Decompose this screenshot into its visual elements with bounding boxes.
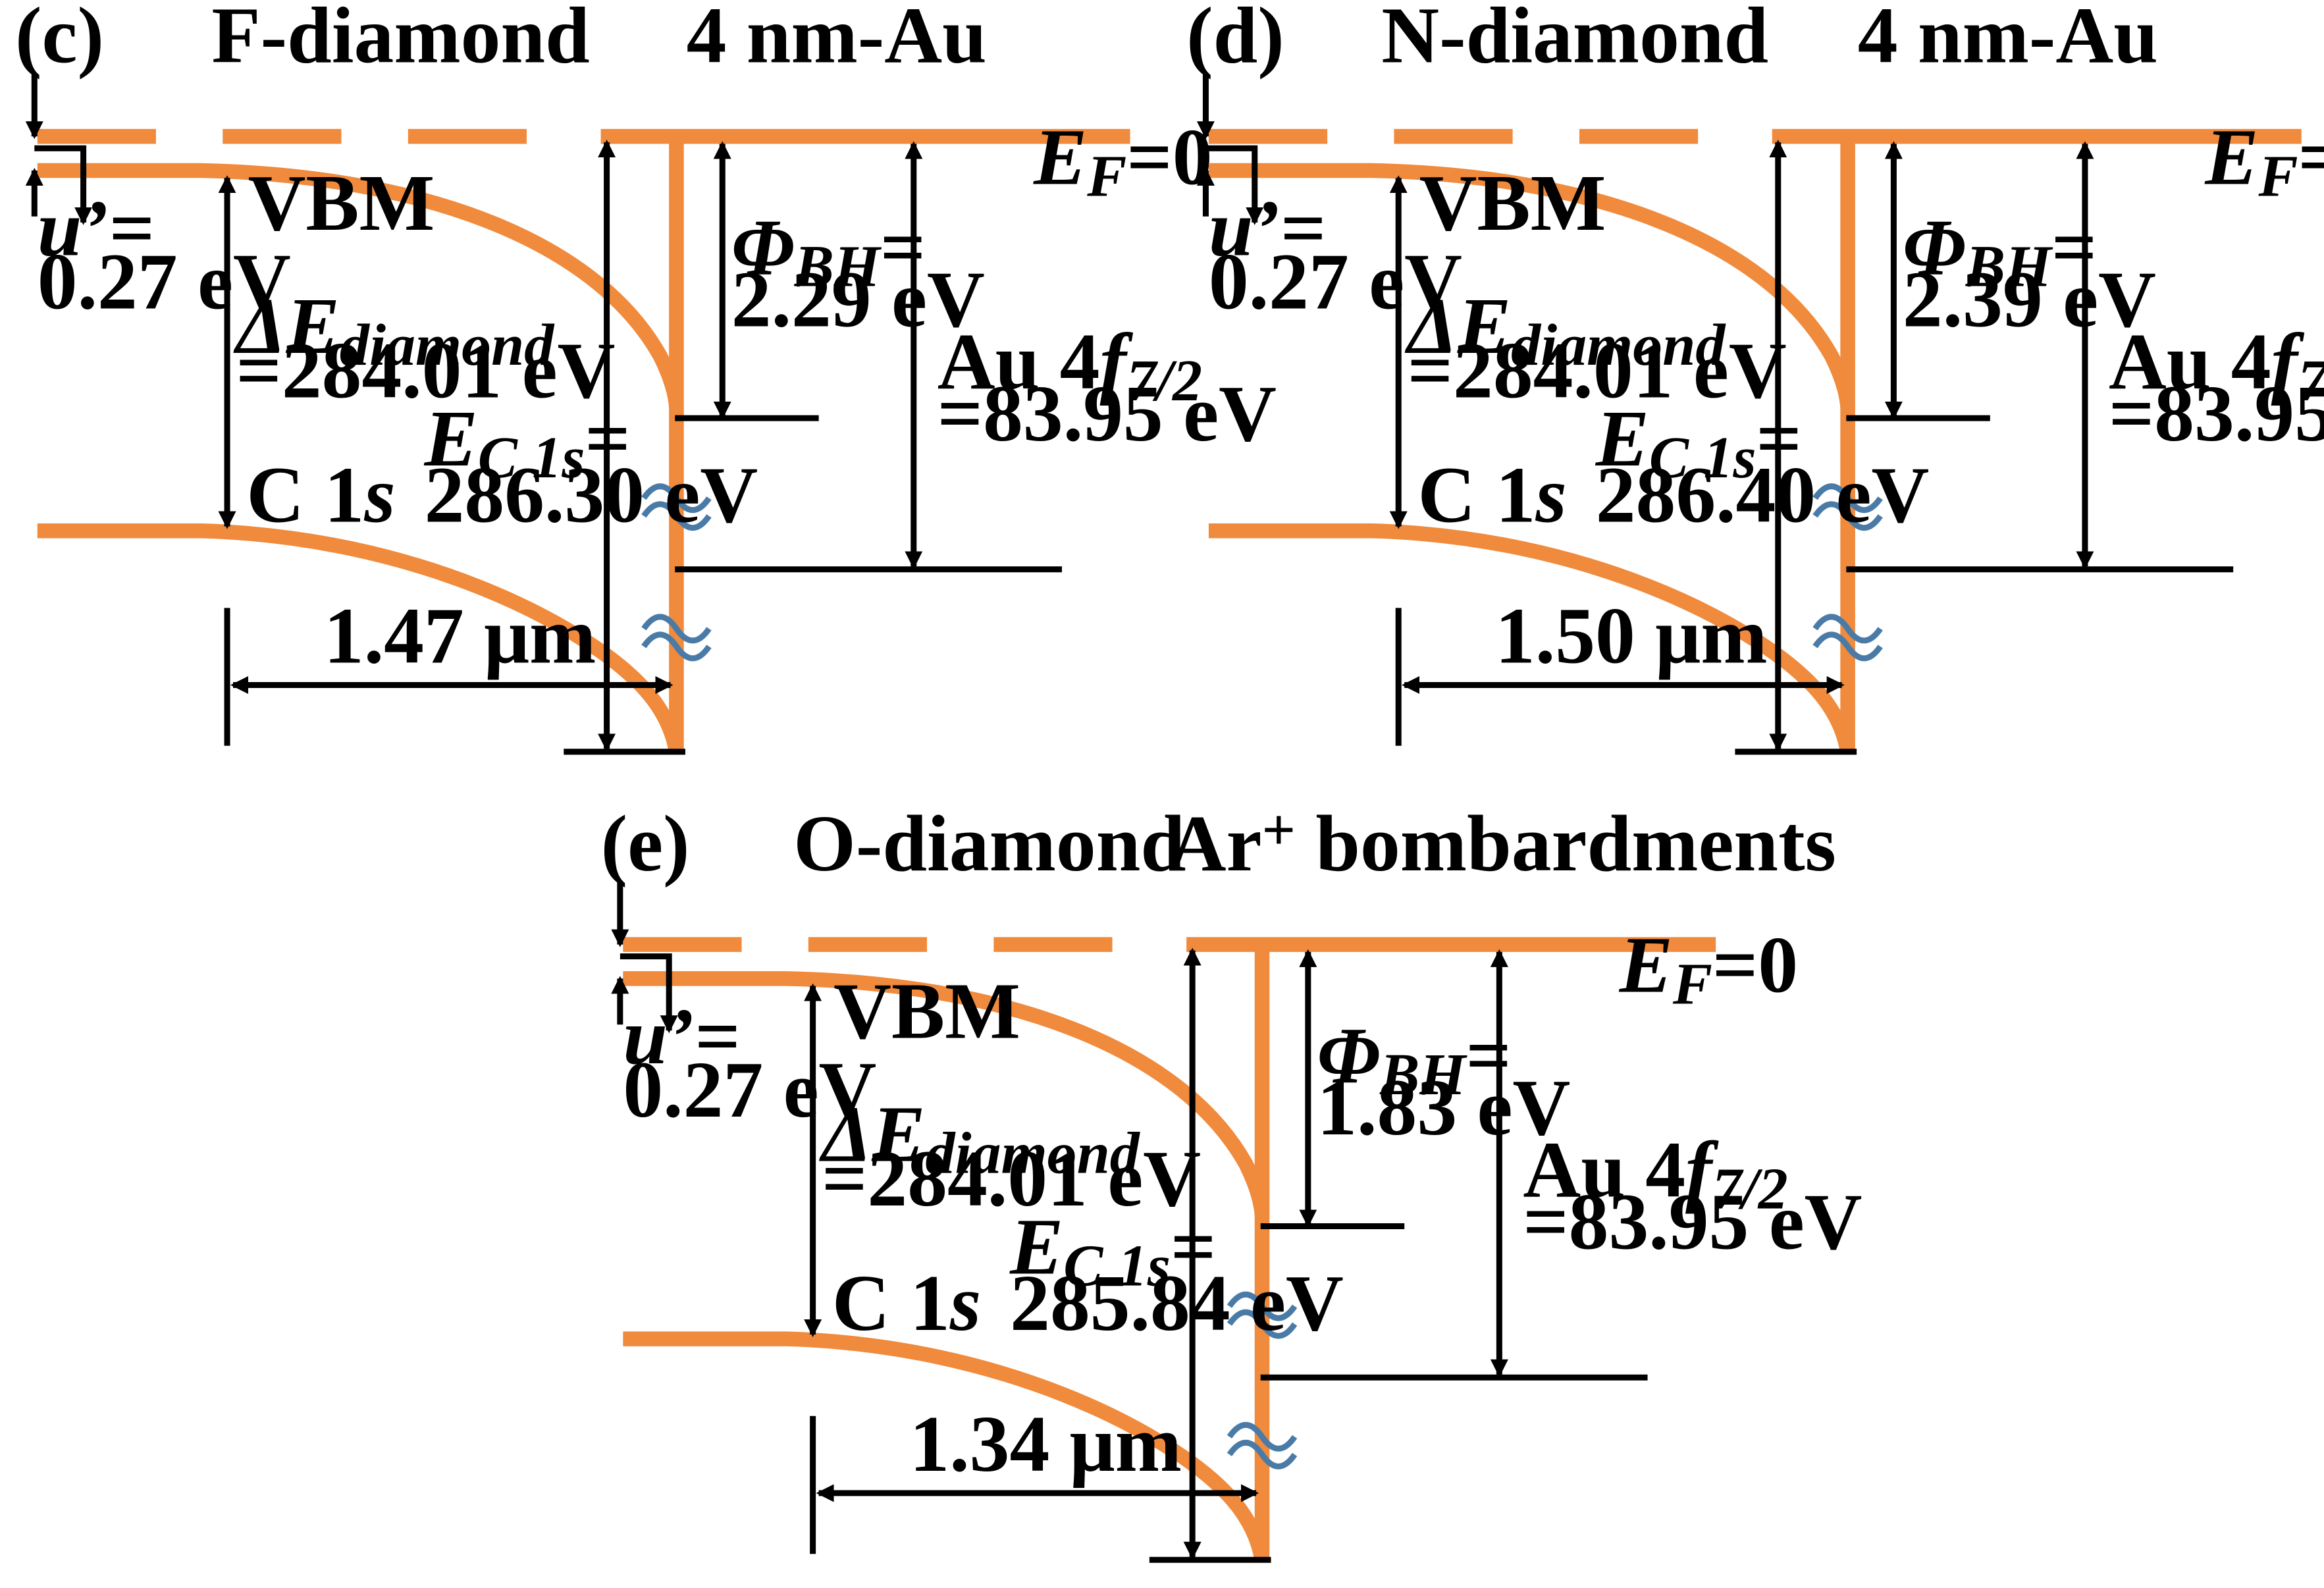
au-4f-label: Au 4f7/2: [1523, 1126, 1787, 1221]
ec1s-value: 285.84 eV: [1010, 1259, 1344, 1348]
ec1s-value: 286.30 eV: [425, 452, 758, 540]
phi-bh-value: 2.29 eV: [731, 255, 985, 344]
u-label: u’=: [38, 184, 154, 273]
delta-e-value: =284.01 eV: [1408, 327, 1787, 415]
depletion-width-label: 1.34 μm: [909, 1400, 1181, 1489]
phi-bh-label: ΦBH=: [1903, 204, 2097, 300]
c1s-label: C 1s: [1417, 452, 1566, 540]
delta-e-value: =284.01 eV: [236, 327, 616, 415]
u-value: 0.27 eV: [1209, 238, 1462, 326]
fermi-level-label: EF=0: [2204, 113, 2324, 209]
ec1s-label: EC 1s=: [1595, 395, 1802, 490]
u-label: u’=: [623, 993, 739, 1081]
delta-e-value: =284.01 eV: [822, 1135, 1201, 1223]
material-label: F-diamond: [211, 0, 589, 80]
depletion-width-label: 1.50 μm: [1495, 593, 1767, 681]
au-4f-value: =83.95 eV: [938, 370, 1277, 458]
fermi-level-label: EF=0: [1033, 113, 1212, 209]
vbm-label: VBM: [833, 967, 1020, 1055]
delta-e-label: ΔEdiamond: [1404, 282, 1727, 378]
vbm-label: VBM: [1419, 159, 1606, 248]
delta-e-label: ΔEdiamond: [233, 282, 556, 378]
panel-c: (c) F-diamond 4 nm-Au EF=0 u’= 0.27 eV V…: [15, 0, 1277, 753]
phi-bh-value: 2.39 eV: [1903, 255, 2156, 344]
contact-label: Ar+ bombardments: [1169, 797, 1836, 888]
ec1s-label: EC 1s=: [424, 395, 631, 490]
au-4f-label: Au 4f7/2: [938, 318, 1202, 413]
material-label: O-diamond: [793, 800, 1185, 888]
ec1s-value: 286.40 eV: [1596, 452, 1930, 540]
au-4f-value: =83.95 eV: [1523, 1178, 1862, 1266]
panel-d: (d) N-diamond 4 nm-Au EF=0 u’= 0.27 eV V…: [1186, 0, 2324, 753]
depletion-width-label: 1.47 μm: [324, 593, 596, 681]
ec1s-label: EC 1s=: [1009, 1204, 1216, 1299]
au-4f-label: Au 4f7/2: [2109, 318, 2324, 413]
fermi-level-label: EF=0: [1619, 922, 1798, 1017]
contact-label: 4 nm-Au: [1858, 0, 2158, 80]
material-label: N-diamond: [1381, 0, 1768, 80]
panel-label: (d): [1186, 0, 1284, 80]
delta-e-label: ΔEdiamond: [818, 1090, 1141, 1186]
phi-bh-label: ΦBH=: [731, 204, 926, 300]
au-4f-value: =83.95 eV: [2109, 370, 2324, 458]
panel-e: (e) O-diamond Ar+ bombardments EF=0 u’= …: [601, 797, 1862, 1561]
phi-bh-label: ΦBH=: [1317, 1012, 1511, 1107]
phi-bh-value: 1.83 eV: [1317, 1064, 1570, 1152]
u-value: 0.27 eV: [623, 1046, 876, 1134]
contact-label: 4 nm-Au: [687, 0, 987, 80]
panel-label: (c): [15, 0, 104, 80]
vbm-label: VBM: [248, 159, 435, 248]
c1s-label: C 1s: [832, 1259, 981, 1348]
u-label: u’=: [1209, 184, 1325, 273]
u-value: 0.27 eV: [38, 238, 291, 326]
panel-label: (e): [601, 800, 690, 888]
c1s-label: C 1s: [246, 452, 395, 540]
